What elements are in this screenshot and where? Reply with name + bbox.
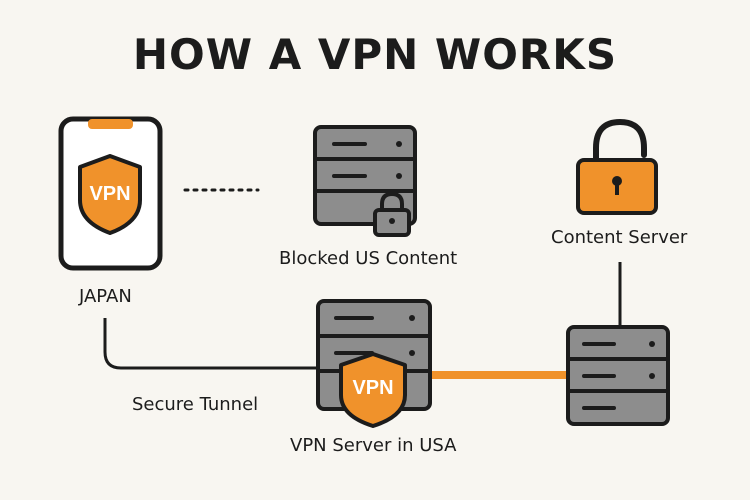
phone-vpn-badge: VPN [89,183,130,205]
blocked-server-icon [313,125,417,226]
phone-shield-icon: VPN [78,154,142,235]
diagram-title: HOW A VPN WORKS [132,30,618,79]
lock-icon [373,191,411,237]
padlock-icon [576,118,658,215]
content-server-label: Content Server [551,227,688,248]
content-server-icon [566,325,670,426]
secure-tunnel-label: Secure Tunnel [132,394,259,415]
blocked-content-label: Blocked US Content [279,248,458,269]
phone-location-label: JAPAN [79,286,132,307]
secure-tunnel-line [103,318,318,370]
vpn-server-label: VPN Server in USA [290,435,457,456]
server-vpn-badge: VPN [352,377,393,399]
server-shield-icon: VPN [339,352,407,428]
